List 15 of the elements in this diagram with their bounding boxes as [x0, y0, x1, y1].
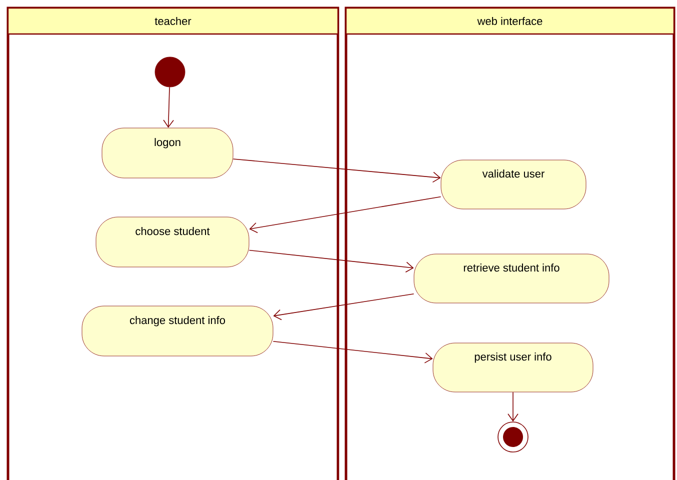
activity-box: persist user info	[432, 342, 594, 392]
arrow	[249, 196, 442, 234]
arrow	[508, 392, 518, 422]
arrow	[272, 341, 433, 364]
activity-box: retrieve student info	[414, 254, 610, 304]
activity-box: choose student	[96, 216, 250, 268]
activity-box: validate user	[440, 160, 586, 210]
arrow	[232, 158, 441, 183]
activity-box: logon	[102, 128, 234, 178]
arrow	[163, 86, 174, 128]
start-dot	[154, 56, 186, 88]
arrow	[248, 250, 414, 273]
arrow	[273, 293, 414, 320]
activity-box: change student info	[82, 306, 274, 356]
end-marker	[498, 422, 528, 452]
